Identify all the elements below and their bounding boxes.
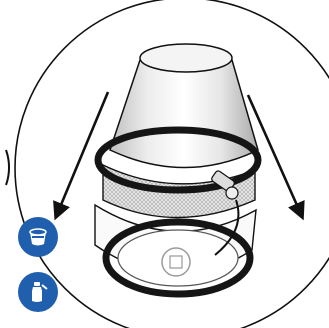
left-circle-edge xyxy=(6,150,9,185)
cone-top xyxy=(140,44,232,72)
base-plate xyxy=(118,230,238,286)
bottle-icon xyxy=(18,272,58,312)
cup-icon xyxy=(18,217,58,257)
